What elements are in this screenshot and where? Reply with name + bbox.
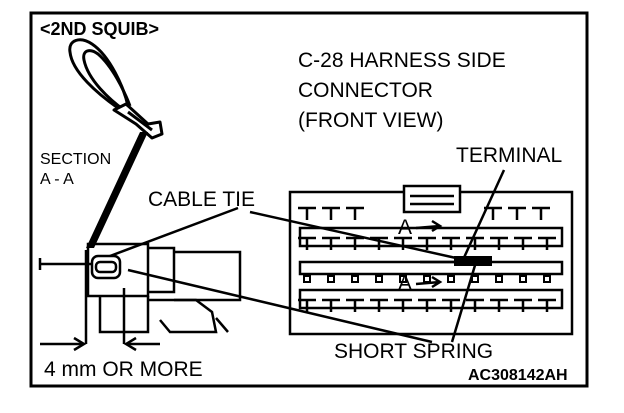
cable-tie-label: CABLE TIE	[148, 188, 255, 211]
terminal-cavity	[351, 275, 359, 283]
terminal-cavity	[519, 275, 527, 283]
section-pointer-cone	[86, 132, 148, 248]
short-spring-label: SHORT SPRING	[334, 340, 493, 363]
terminal-cell	[532, 206, 550, 220]
terminal-cell	[346, 206, 364, 220]
section-marker-top: A	[398, 216, 412, 239]
short-spring-highlight	[454, 256, 492, 266]
section-label-line-1: SECTION	[40, 151, 111, 168]
terminal-cell	[418, 298, 436, 312]
terminal-cell	[466, 298, 484, 312]
terminal-cavity	[399, 275, 407, 283]
terminal-label: TERMINAL	[456, 144, 562, 167]
cable-tie-leader-right	[249, 210, 457, 260]
cable-tie-leader-left	[109, 206, 239, 258]
terminal-cell	[322, 236, 340, 250]
connector-caption-line-1: C-28 HARNESS SIDE	[298, 49, 506, 72]
short-spring-leader-right	[450, 261, 478, 343]
terminal-cell	[298, 206, 316, 220]
dimension-label: 4 mm OR MORE	[44, 358, 203, 381]
terminal-leader	[460, 169, 506, 263]
terminal-cell	[418, 236, 436, 250]
section-marker-bottom-arrow	[415, 275, 443, 289]
connector-cross-section	[38, 242, 242, 344]
terminal-cell	[394, 298, 412, 312]
terminal-cell	[394, 236, 412, 250]
terminal-cell	[538, 298, 556, 312]
terminal-cell	[370, 236, 388, 250]
terminal-cell	[466, 236, 484, 250]
terminal-cells	[298, 206, 556, 312]
terminal-cavity	[303, 275, 311, 283]
section-label-line-2: A - A	[40, 171, 74, 188]
terminal-cavity	[543, 275, 551, 283]
terminal-cell	[298, 236, 316, 250]
terminal-cavity	[423, 275, 431, 283]
terminal-cell	[346, 298, 364, 312]
dimension-arrows	[40, 336, 160, 352]
terminal-cell	[514, 298, 532, 312]
diagram-frame	[29, 11, 589, 388]
terminal-cell	[346, 236, 364, 250]
terminal-cell	[322, 206, 340, 220]
section-marker-bottom: A	[398, 272, 412, 295]
connector-caption-line-3: (FRONT VIEW)	[298, 109, 443, 132]
terminal-cell	[370, 298, 388, 312]
terminal-cell	[538, 236, 556, 250]
terminal-cell	[298, 298, 316, 312]
cable-tie-loop-illustration	[68, 38, 164, 140]
short-spring-leader-left	[127, 268, 433, 344]
terminal-cell	[442, 298, 460, 312]
terminal-cell	[514, 236, 532, 250]
terminal-cavity	[495, 275, 503, 283]
connector-caption-line-2: CONNECTOR	[298, 79, 433, 102]
terminal-cell	[442, 236, 460, 250]
terminal-cell	[484, 206, 502, 220]
terminal-cavity	[375, 275, 383, 283]
terminal-cell	[490, 298, 508, 312]
section-marker-top-arrow	[415, 219, 443, 233]
terminal-cavity	[447, 275, 455, 283]
figure-code: AC308142AH	[468, 367, 568, 384]
terminal-cavity	[327, 275, 335, 283]
terminal-cell	[322, 298, 340, 312]
header-label: <2ND SQUIB>	[40, 19, 159, 39]
terminal-cavity	[471, 275, 479, 283]
terminal-cell	[490, 236, 508, 250]
terminal-cell	[508, 206, 526, 220]
